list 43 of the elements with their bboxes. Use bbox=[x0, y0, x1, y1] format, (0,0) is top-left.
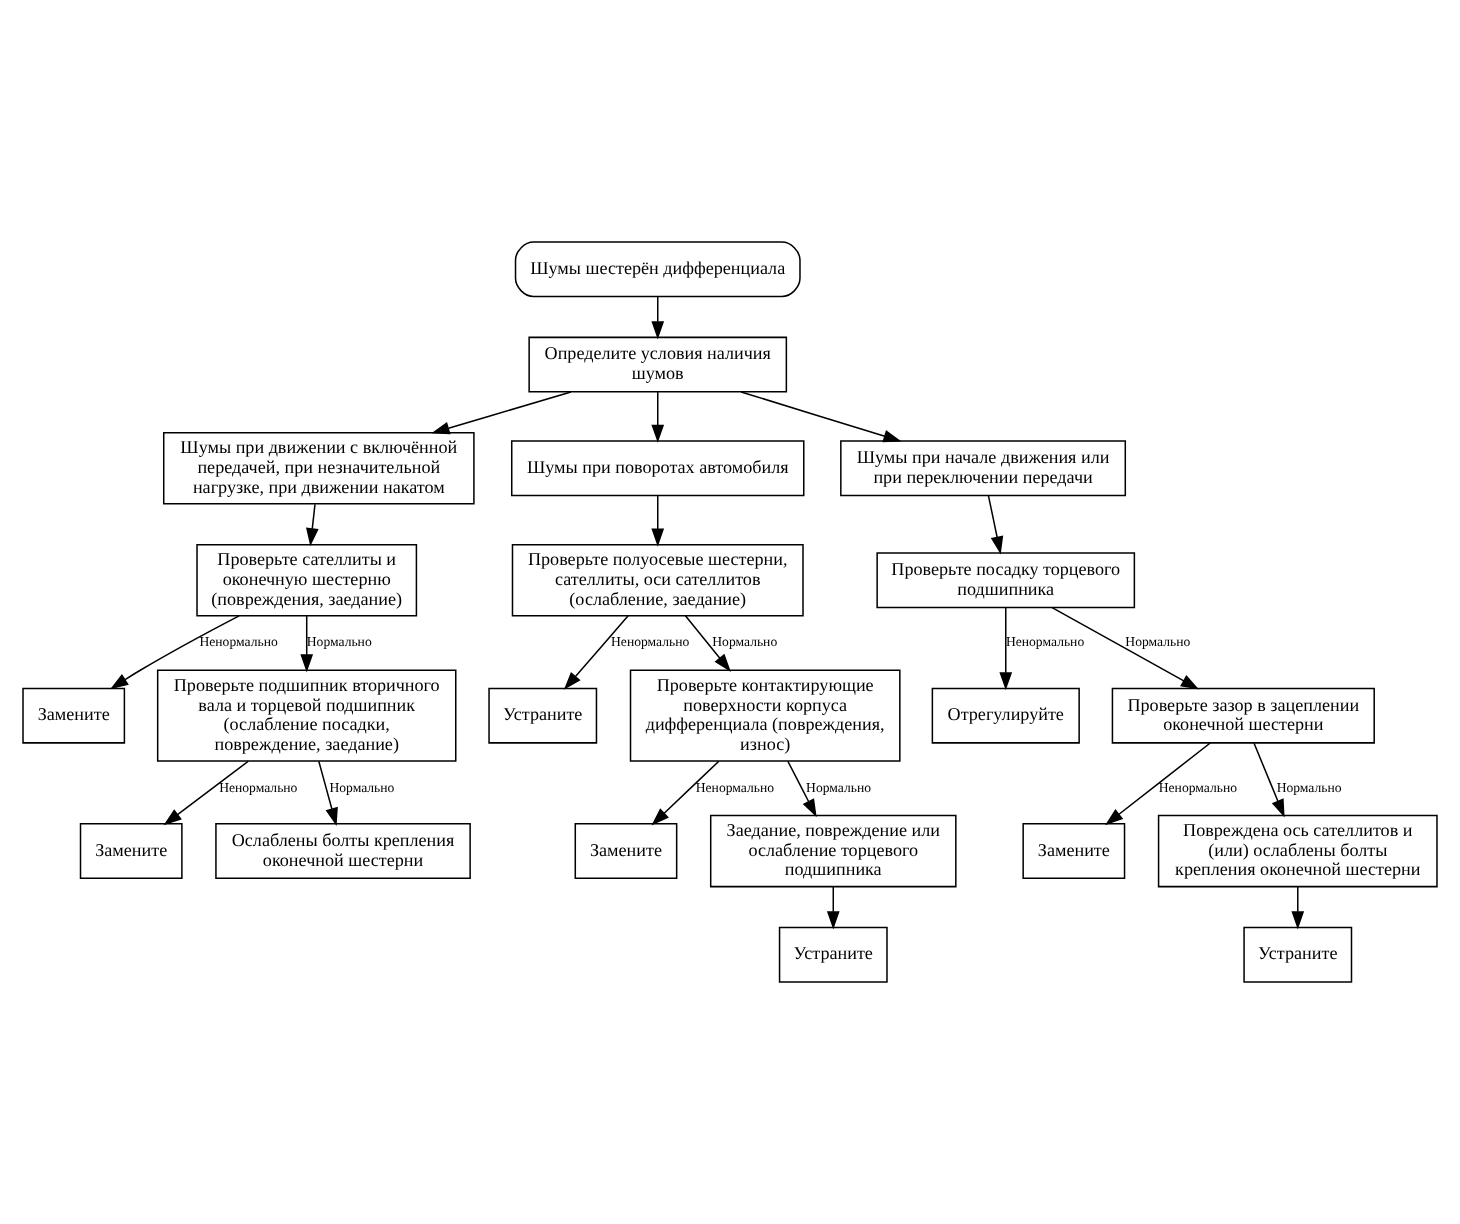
node-box: Устраните bbox=[778, 926, 888, 983]
node-box: Устраните bbox=[1243, 926, 1353, 983]
node-box: Ослаблены болты крепления оконечной шестерни bbox=[215, 823, 471, 880]
arrow bbox=[999, 607, 1013, 691]
arrow bbox=[431, 391, 572, 435]
node-box: Замените bbox=[574, 823, 678, 880]
arrow bbox=[163, 760, 250, 826]
node-box: Шумы при поворотах автомобиля bbox=[511, 440, 805, 497]
arrow bbox=[306, 503, 319, 547]
arrow bbox=[826, 885, 840, 930]
node-box: Проверьте посадку торцевого подшипника bbox=[876, 552, 1136, 609]
node-box: Повреждена ось сателлитов и (или) ослаблены болты крепления оконечной шестерни bbox=[1157, 814, 1438, 888]
arrow bbox=[1105, 742, 1211, 826]
node-box: Проверьте контактирующие поверхности корпуса дифференциала (повреждения, износ) bbox=[629, 669, 901, 762]
node-box: Устраните bbox=[488, 687, 598, 744]
node-box: Проверьте полуосевые шестерни, сателлиты, оси сателлитов (ослабление, заедание) bbox=[511, 543, 804, 617]
arrow bbox=[651, 296, 665, 340]
arrow bbox=[651, 391, 665, 443]
arrow bbox=[563, 615, 629, 690]
arrow bbox=[1253, 742, 1285, 818]
node-box: Проверьте подшипник вторичного вала и торцевой подшипник (ослабление посадки, повреждение, заедание) bbox=[156, 669, 457, 762]
arrow bbox=[1051, 606, 1200, 690]
node-box: Заедание, повреждение или ослабление торцевого подшипника bbox=[709, 814, 957, 888]
node-box: Замените bbox=[22, 687, 126, 744]
node-box: Шумы при начале движения или при переключении передачи bbox=[840, 440, 1127, 497]
arrow bbox=[318, 760, 338, 826]
arrow bbox=[651, 494, 665, 547]
arrow bbox=[787, 760, 817, 818]
node-box: Проверьте зазор в зацеплении оконечной шестерни bbox=[1111, 687, 1375, 744]
node-box: Замените bbox=[79, 823, 183, 880]
arrow bbox=[110, 615, 240, 690]
node-box: Замените bbox=[1022, 823, 1126, 880]
node-box: Шумы при движении с включённой передачей, при незначительной нагрузке, при движении накатом bbox=[162, 431, 475, 505]
node-box: Отрегулируйте bbox=[931, 687, 1080, 744]
arrow bbox=[1291, 885, 1305, 930]
arrow bbox=[987, 494, 1004, 555]
node-box: Определите условия наличия шумов bbox=[528, 336, 788, 393]
node-box: Шумы шестерён дифференциала bbox=[514, 241, 801, 298]
arrow bbox=[740, 391, 902, 443]
arrow bbox=[651, 760, 720, 826]
arrow bbox=[684, 615, 731, 672]
node-box: Проверьте сателлиты и оконечную шестерню (повреждения, заедание) bbox=[196, 543, 418, 617]
arrow bbox=[300, 615, 314, 673]
